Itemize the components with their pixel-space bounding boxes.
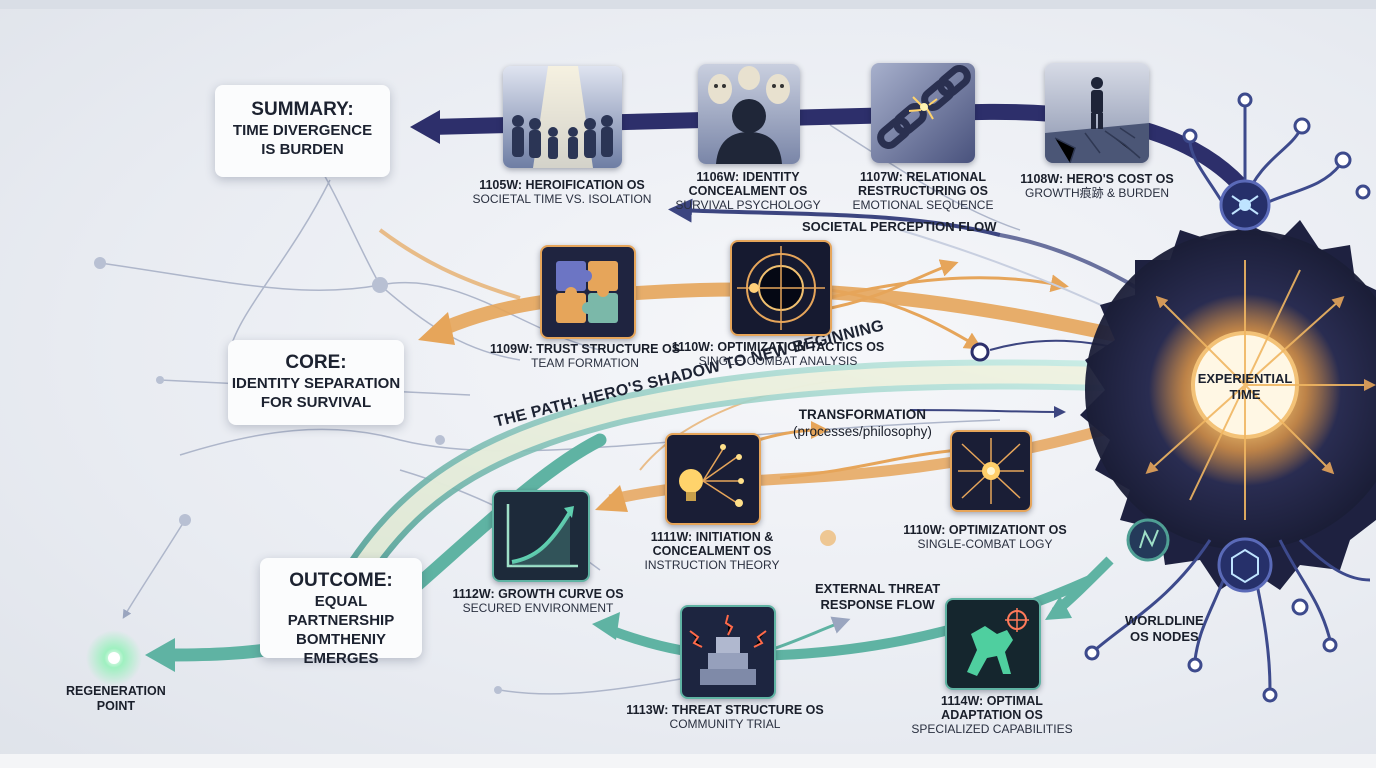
node-1110-optimization-label: 1110W: OPTIMIZATIONT OS SINGLE-COMBAT LO… bbox=[903, 523, 1066, 551]
transformation-line-2: (processes/philosophy) bbox=[793, 424, 932, 439]
lightbulb-icon bbox=[679, 444, 744, 507]
bottom-band bbox=[0, 754, 1376, 768]
growth-chart-icon bbox=[506, 504, 578, 568]
node-1108-subtitle: GROWTH痕跡 & BURDEN bbox=[1024, 186, 1170, 200]
external-flow-line-2: RESPONSE FLOW bbox=[820, 597, 935, 612]
node-1109-subtitle: TEAM FORMATION bbox=[531, 356, 639, 370]
external-flow-label: EXTERNAL THREAT RESPONSE FLOW bbox=[815, 581, 940, 613]
hub-node-bottom bbox=[1217, 537, 1273, 593]
node-1114-subtitle: SPECIALIZED CAPABILITIES bbox=[911, 722, 1073, 736]
node-1107-title: 1107W: RELATIONAL bbox=[860, 170, 986, 184]
node-1107-tile bbox=[871, 63, 975, 163]
outcome-line-3: EMERGES bbox=[303, 650, 379, 667]
experiential-time-label: EXPERIENTIAL TIME bbox=[1193, 371, 1297, 403]
crowd-bowing-icon bbox=[512, 66, 613, 168]
node-1106-label: 1106W: IDENTITY CONCEALMENT OS SURVIVAL … bbox=[675, 170, 820, 212]
node-1110-tactics-title: 1110W: OPTIMIZATION TACTICS OS bbox=[671, 340, 885, 354]
node-1107-subtitle: EMOTIONAL SEQUENCE bbox=[852, 198, 994, 212]
pyramid-icon bbox=[689, 614, 767, 685]
core-line-1: IDENTITY SEPARATION bbox=[231, 375, 401, 392]
node-1110-optimization-subtitle: SINGLE-COMBAT LOGY bbox=[917, 537, 1053, 551]
node-1108-label: 1108W: HERO'S COST OS GROWTH痕跡 & BURDEN bbox=[1020, 172, 1173, 200]
node-1111-label: 1111W: INITIATION & CONCEALMENT OS INSTR… bbox=[645, 530, 780, 572]
node-1113-tile bbox=[680, 605, 776, 699]
node-1114-title: 1114W: OPTIMAL bbox=[941, 694, 1043, 708]
node-1114-title-2: ADAPTATION OS bbox=[941, 708, 1043, 722]
core-box: CORE: IDENTITY SEPARATION FOR SURVIVAL bbox=[228, 340, 404, 425]
node-1106-tile bbox=[698, 64, 800, 164]
node-1110-optimization-title: 1110W: OPTIMIZATIONT OS bbox=[903, 523, 1067, 537]
node-1113-label: 1113W: THREAT STRUCTURE OS COMMUNITY TRI… bbox=[626, 703, 824, 731]
outcome-arrowhead bbox=[145, 638, 175, 672]
node-1114-tile bbox=[945, 598, 1041, 690]
outcome-title: OUTCOME: bbox=[289, 570, 393, 591]
broken-chain-icon bbox=[877, 65, 971, 149]
outcome-line-1: EQUAL PARTNERSHIP bbox=[287, 593, 395, 629]
transformation-label: TRANSFORMATION (processes/philosophy) bbox=[793, 406, 932, 440]
core-line-2: FOR SURVIVAL bbox=[260, 394, 372, 411]
summary-line-1: TIME DIVERGENCE bbox=[232, 122, 373, 139]
outcome-box: OUTCOME: EQUAL PARTNERSHIP BOMTHENIY EME… bbox=[260, 558, 422, 667]
node-1106-title: 1106W: IDENTITY bbox=[696, 170, 800, 184]
node-1110-tactics-tile bbox=[730, 240, 832, 336]
masks-icon bbox=[708, 66, 790, 164]
node-1106-subtitle: SURVIVAL PSYCHOLOGY bbox=[675, 198, 821, 212]
regeneration-label: REGENERATION POINT bbox=[66, 684, 166, 714]
core-title: CORE: bbox=[285, 352, 347, 373]
transformation-line-1: TRANSFORMATION bbox=[798, 407, 927, 422]
regen-line-2: POINT bbox=[96, 699, 135, 713]
node-1112-subtitle: SECURED ENVIRONMENT bbox=[462, 601, 614, 615]
worldline-label: WORLDLINE OS NODES bbox=[1125, 613, 1204, 645]
node-1111-subtitle: INSTRUCTION THEORY bbox=[644, 558, 780, 572]
external-flow-line-1: EXTERNAL THREAT bbox=[815, 581, 941, 596]
worldline-line-1: WORLDLINE bbox=[1125, 613, 1204, 628]
societal-flow-label: SOCIETAL PERCEPTION FLOW bbox=[802, 219, 997, 234]
node-1110-optimization-tile bbox=[950, 430, 1032, 512]
core-arrowhead bbox=[418, 312, 455, 345]
node-1108-tile bbox=[1045, 63, 1149, 163]
summary-title: SUMMARY: bbox=[251, 99, 354, 120]
node-1112-tile bbox=[492, 490, 590, 582]
node-1105-title: 1105W: HEROIFICATION OS bbox=[479, 178, 645, 192]
node-1110-tactics-subtitle: SINGLE-COMBAT ANALYSIS bbox=[698, 354, 858, 368]
node-1108-title: 1108W: HERO'S COST OS bbox=[1020, 172, 1174, 186]
summary-arrowhead bbox=[410, 110, 440, 144]
puzzle-icon bbox=[556, 261, 618, 323]
node-1114-label: 1114W: OPTIMAL ADAPTATION OS SPECIALIZED… bbox=[911, 694, 1072, 736]
creature-icon bbox=[967, 608, 1029, 676]
target-icon bbox=[737, 246, 825, 330]
lone-figure-icon bbox=[1045, 77, 1149, 163]
node-1105-subtitle: SOCIETAL TIME VS. ISOLATION bbox=[472, 192, 652, 206]
node-1109-label: 1109W: TRUST STRUCTURE OS TEAM FORMATION bbox=[490, 342, 680, 370]
top-band bbox=[0, 0, 1376, 9]
node-1111-title-2: CONCEALMENT OS bbox=[652, 544, 772, 558]
center-line-2: TIME bbox=[1229, 387, 1261, 402]
node-1109-title: 1109W: TRUST STRUCTURE OS bbox=[489, 342, 681, 356]
node-1111-title: 1111W: INITIATION & bbox=[650, 530, 774, 544]
burst-icon bbox=[958, 438, 1024, 504]
node-1113-subtitle: COMMUNITY TRIAL bbox=[669, 717, 781, 731]
summary-line-2: IS BURDEN bbox=[261, 141, 344, 158]
node-1107-label: 1107W: RELATIONAL RESTRUCTURING OS EMOTI… bbox=[853, 170, 994, 212]
node-1105-label: 1105W: HEROIFICATION OS SOCIETAL TIME VS… bbox=[473, 178, 652, 206]
hub-node-top bbox=[1219, 179, 1271, 231]
node-1113-title: 1113W: THREAT STRUCTURE OS bbox=[626, 703, 824, 717]
node-1112-title: 1112W: GROWTH CURVE OS bbox=[452, 587, 624, 601]
worldline-line-2: OS NODES bbox=[1130, 629, 1199, 644]
node-1112-label: 1112W: GROWTH CURVE OS SECURED ENVIRONME… bbox=[452, 587, 623, 615]
node-1105-tile bbox=[503, 66, 622, 168]
node-1111-tile bbox=[665, 433, 761, 525]
summary-box: SUMMARY: TIME DIVERGENCE IS BURDEN bbox=[215, 85, 390, 177]
experiential-core bbox=[1080, 220, 1376, 590]
center-line-1: EXPERIENTIAL bbox=[1197, 371, 1293, 386]
hub-node-left bbox=[1126, 518, 1170, 562]
node-1109-tile bbox=[540, 245, 636, 339]
node-1110-tactics-label: 1110W: OPTIMIZATION TACTICS OS SINGLE-CO… bbox=[672, 340, 885, 368]
node-1106-title-2: CONCEALMENT OS bbox=[688, 184, 808, 198]
regen-line-1: REGENERATION bbox=[66, 684, 166, 698]
outcome-line-2: BOMTHENIY bbox=[296, 631, 386, 648]
node-1107-title-2: RESTRUCTURING OS bbox=[858, 184, 988, 198]
